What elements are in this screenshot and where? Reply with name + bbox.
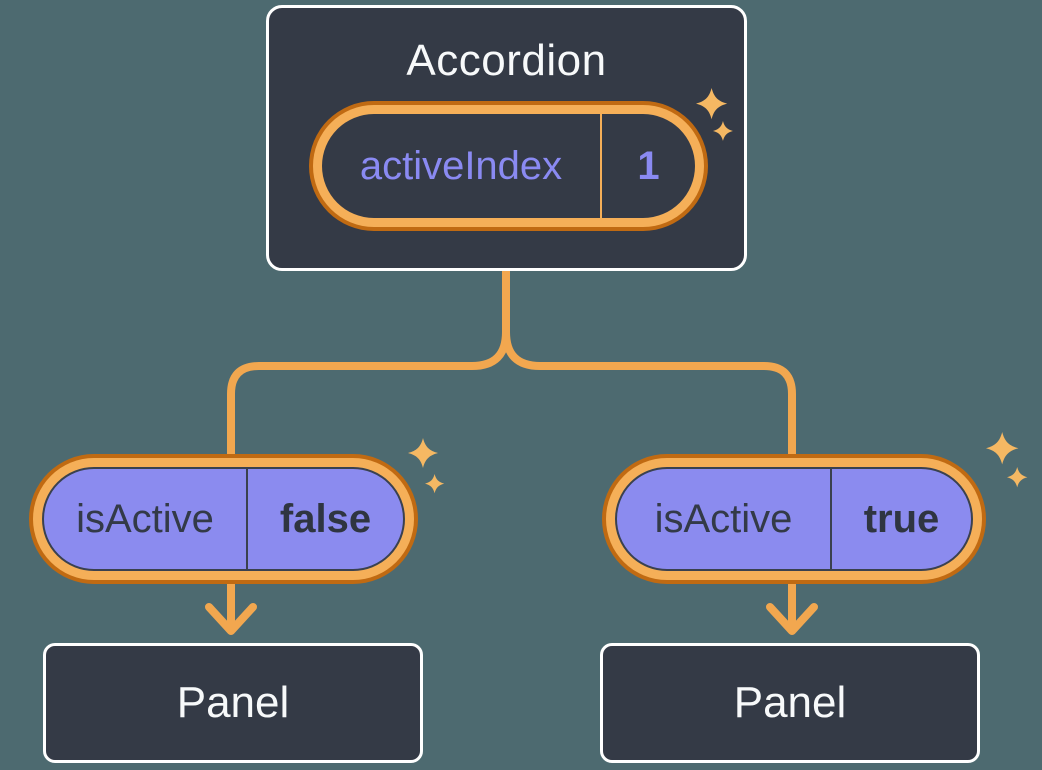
prop-pill-isactive-false: isActive false	[42, 467, 405, 571]
prop-pill-isactive-true: isActive true	[615, 467, 973, 571]
prop-name-label: isActive	[76, 496, 214, 541]
pill-divider	[246, 469, 248, 569]
arrowhead-right-icon	[766, 603, 818, 635]
prop-value-label: true	[863, 496, 940, 541]
state-pill-activeindex: activeIndex 1	[322, 114, 695, 218]
panel-node-left: Panel	[43, 643, 423, 763]
state-value-label: 1	[637, 143, 660, 188]
sparkle-icon	[408, 438, 438, 468]
panel-label: Panel	[176, 678, 290, 727]
panel-node-right: Panel	[600, 643, 980, 763]
sparkle-icon	[425, 474, 445, 494]
state-name-label: activeIndex	[359, 143, 563, 188]
accordion-title: Accordion	[406, 36, 607, 85]
sparkle-icon	[713, 121, 733, 141]
sparkle-icon	[696, 88, 728, 120]
connector-right-branch	[502, 267, 796, 632]
pill-divider	[600, 114, 602, 218]
pill-divider	[830, 469, 832, 569]
sparkle-icon	[1007, 467, 1028, 488]
panel-label: Panel	[733, 678, 847, 727]
prop-name-label: isActive	[654, 496, 793, 541]
prop-value-label: false	[279, 496, 372, 541]
sparkle-icon	[986, 432, 1019, 465]
arrowhead-left-icon	[205, 603, 257, 635]
